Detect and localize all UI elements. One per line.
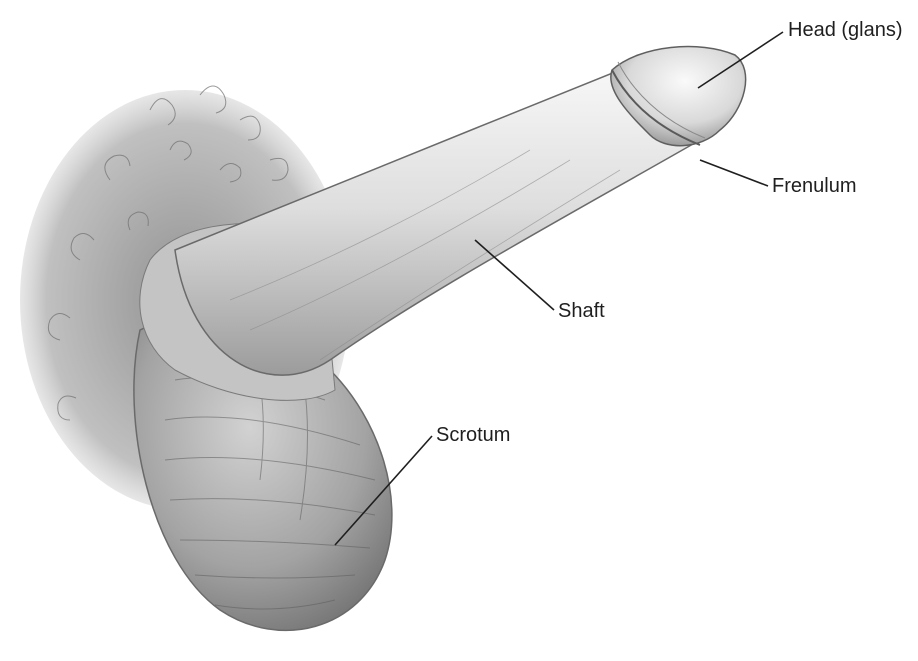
leader-line-frenulum <box>700 160 768 186</box>
label-scrotum: Scrotum <box>436 425 510 445</box>
label-head-glans: Head (glans) <box>788 20 903 40</box>
label-shaft: Shaft <box>558 301 605 321</box>
leader-line-shaft <box>475 240 554 310</box>
label-frenulum: Frenulum <box>772 176 856 196</box>
